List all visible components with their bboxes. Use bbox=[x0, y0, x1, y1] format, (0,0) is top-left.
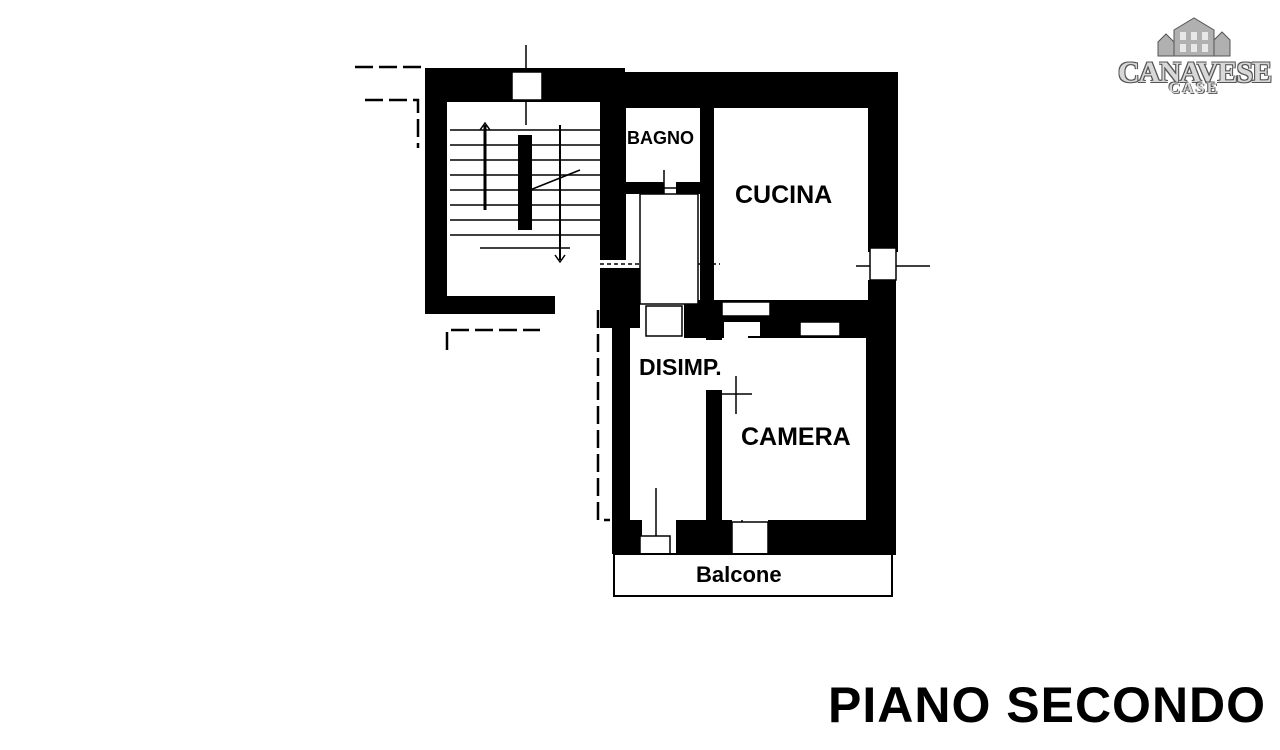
bagno-room bbox=[626, 108, 700, 182]
room-label-cucina: CUCINA bbox=[735, 181, 833, 209]
logo-subtext: CASE bbox=[1168, 80, 1220, 97]
logo-houses-icon bbox=[1157, 17, 1231, 57]
plan-title: PIANO SECONDO bbox=[828, 677, 1267, 733]
wall-corridor-corner bbox=[684, 300, 724, 340]
windows bbox=[511, 71, 897, 555]
stair-core bbox=[518, 135, 532, 230]
wall-stair-right bbox=[600, 100, 626, 260]
wall-middle-left bbox=[600, 268, 640, 328]
canavese-logo: CANAVESE CASE bbox=[1118, 14, 1272, 100]
wall-disimp-left bbox=[612, 320, 630, 552]
logo-text: CANAVESE bbox=[1118, 56, 1272, 89]
room-fills bbox=[447, 102, 868, 520]
room-label-bagno: BAGNO bbox=[627, 128, 694, 148]
disimp-room bbox=[630, 338, 706, 520]
wall-stair-left bbox=[425, 68, 447, 313]
wall-disimp-right bbox=[706, 390, 722, 520]
balcone-outline bbox=[613, 553, 893, 597]
wall-bottom-middle bbox=[676, 518, 732, 554]
wall-bagno-bottom-right bbox=[676, 182, 702, 194]
room-label-balcone: Balcone bbox=[696, 562, 782, 587]
wall-top bbox=[600, 72, 898, 108]
room-label-camera: CAMERA bbox=[741, 423, 851, 451]
wall-bagno-bottom-left bbox=[626, 182, 664, 194]
wall-stair-bottom bbox=[425, 296, 555, 314]
wall-bottom-right bbox=[768, 520, 896, 554]
boundary-lines bbox=[355, 65, 610, 522]
wall-right-upper bbox=[868, 72, 898, 252]
camera-room bbox=[722, 338, 866, 520]
cucina-room bbox=[714, 108, 868, 300]
wall-right-lower bbox=[866, 280, 896, 555]
room-label-disimpegno: DISIMP. bbox=[639, 354, 722, 380]
wall-bagno-right bbox=[700, 100, 714, 300]
wall-bottom-left bbox=[612, 520, 642, 554]
